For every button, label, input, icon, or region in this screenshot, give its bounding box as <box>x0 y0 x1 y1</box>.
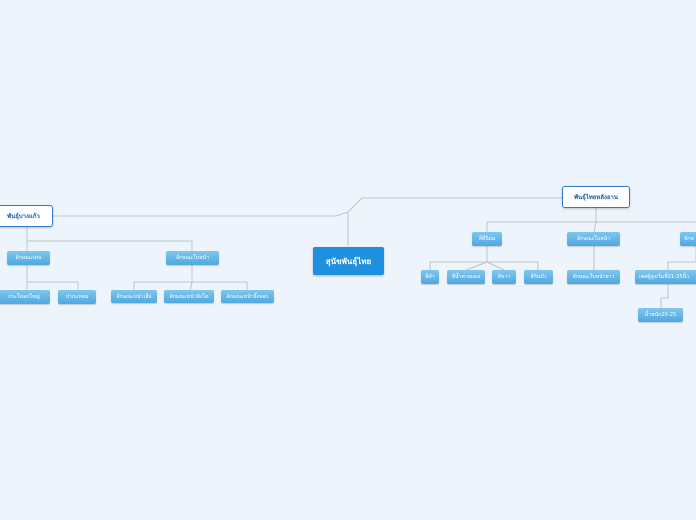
subtopic-black[interactable]: สีดำ <box>421 270 439 284</box>
subtopic-pointed-mouth[interactable]: ปากแหลม <box>58 290 96 304</box>
subtopic-fox-face[interactable]: ลักษณะหน้าจิ้งจอก <box>221 290 274 303</box>
branch-label: พันธุ์บางแก้ว <box>7 213 40 220</box>
topic-face-type[interactable]: ลักษณะใบหน้า <box>166 251 219 265</box>
subtopic-long-face[interactable]: ลักษณะใบหน้ายาว <box>567 270 620 284</box>
subtopic-tiger-face[interactable]: ลักษณะหน้าเสือ <box>111 290 157 303</box>
branch-bangkaew[interactable]: พันธุ์บางแก้ว <box>0 205 53 227</box>
subtopic-weight[interactable]: น้ำหนัก20-25 <box>638 308 683 322</box>
branch-ridgeback[interactable]: พันธุ์ไทยหลังอาน <box>562 186 630 208</box>
branch-label: พันธุ์ไทยหลังอาน <box>574 194 618 201</box>
subtopic-white[interactable]: สีขาว <box>492 270 516 284</box>
topic-characteristics-cut[interactable]: ลักษ <box>680 232 696 246</box>
subtopic-large-skull[interactable]: กระโหลกใหญ่ <box>0 290 50 304</box>
topic-popular-colors[interactable]: สีที่นิยม <box>472 232 502 246</box>
subtopic-lion-face[interactable]: ลักษณะหน้าสิงโต <box>164 290 214 303</box>
topic-face-type-right[interactable]: ลักษณะใบหน้า <box>567 232 620 246</box>
topic-distinctive-features[interactable]: ลักษณะเด่น <box>7 251 50 265</box>
subtopic-lotus-color[interactable]: สีกันบัว <box>524 270 553 284</box>
root-node[interactable]: สุนัขพันธุ์ไทย <box>313 247 384 275</box>
subtopic-male-height[interactable]: เพศผู้สูงเริ่มที่21-25นิ้ว <box>635 270 696 284</box>
subtopic-red-brown[interactable]: สีน้ำตาลแดง <box>447 270 485 284</box>
root-label: สุนัขพันธุ์ไทย <box>325 256 372 266</box>
